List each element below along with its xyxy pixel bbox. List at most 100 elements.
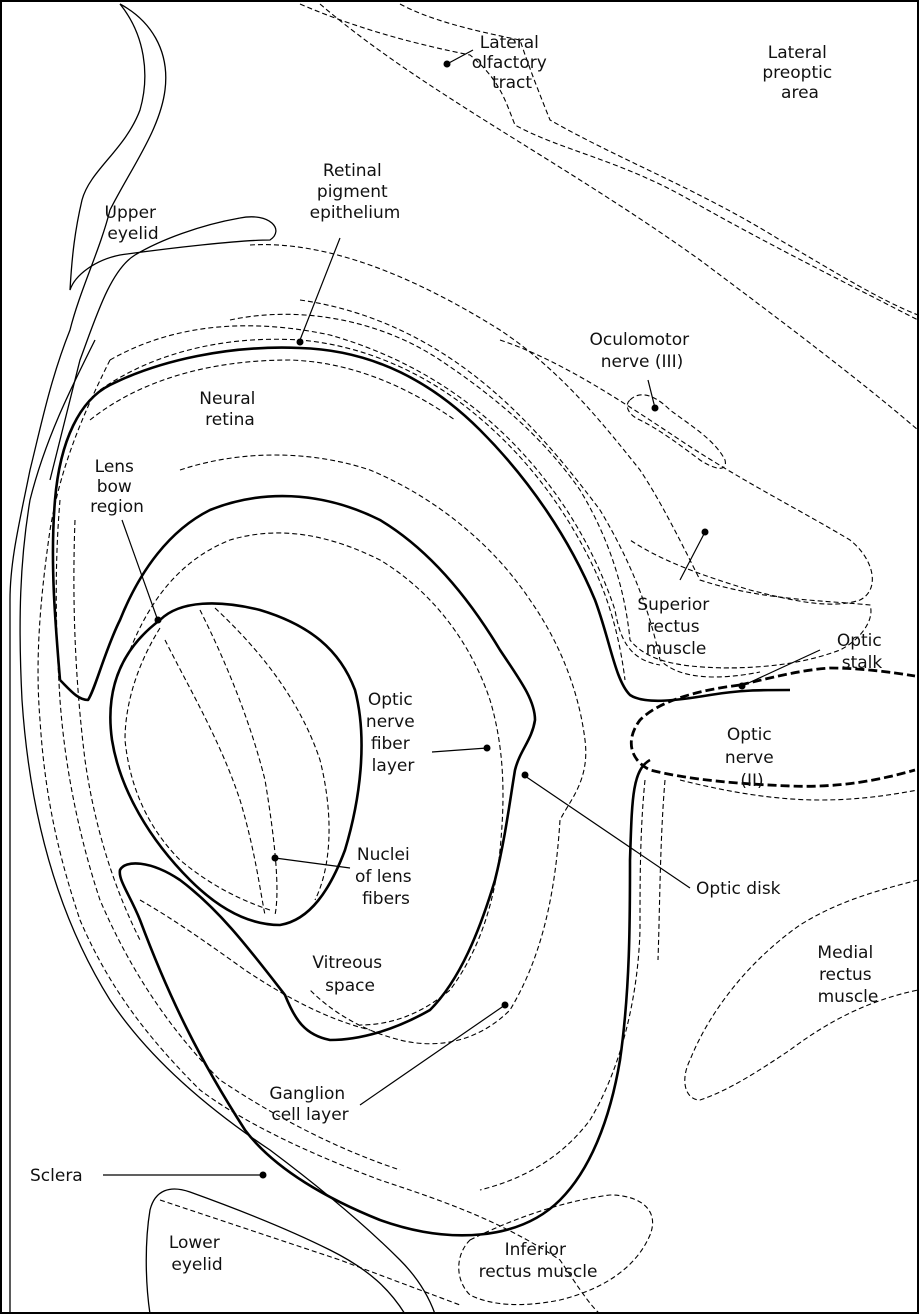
label-lateral-preoptic-area-line2: preoptic <box>762 63 832 83</box>
dot-retinal-pigment-epithelium <box>297 339 304 346</box>
lens-inner-contour-1 <box>125 628 270 910</box>
dot-sclera <box>260 1172 267 1179</box>
superior-rectus-muscle-outline <box>500 340 872 604</box>
label-nuclei-of-lens-fibers-line3: fibers <box>362 889 410 909</box>
dot-oculomotor-nerve <box>652 405 659 412</box>
label-vitreous-space-line1: Vitreous <box>312 953 382 973</box>
label-medial-rectus-muscle-line2: rectus <box>819 965 872 985</box>
label-optic-nerve-fiber-layer-line2: nerve <box>366 712 415 732</box>
leader-retinal-pigment-epithelium <box>300 238 340 340</box>
scleral-contour-3 <box>110 326 660 665</box>
label-lower-eyelid: Lower eyelid <box>169 1233 225 1275</box>
label-optic-nerve-line1: Optic <box>727 725 772 745</box>
dot-ganglion-cell-layer <box>502 1002 509 1009</box>
label-medial-rectus-muscle: Medial rectus muscle <box>817 943 878 1007</box>
label-lens-bow-region: Lens bow region <box>90 457 144 517</box>
dot-optic-disk <box>522 772 529 779</box>
label-optic-nerve: Optic nerve (II) <box>725 725 779 791</box>
sclera-outer-contour <box>250 245 871 668</box>
leader-superior-rectus-muscle <box>680 532 705 580</box>
leader-optic-disk <box>525 776 690 888</box>
label-optic-disk: Optic disk <box>696 879 781 899</box>
label-optic-stalk: Optic stalk <box>837 631 887 673</box>
upper-eyelid-outline <box>10 4 166 1314</box>
optic-nerve-lower-contour-1 <box>480 780 645 1190</box>
label-nuclei-of-lens-fibers: Nuclei of lens fibers <box>355 845 417 909</box>
label-upper-eyelid-line2: eyelid <box>107 224 158 244</box>
label-optic-stalk-line1: Optic <box>837 631 882 651</box>
leader-optic-stalk <box>742 650 820 686</box>
label-optic-stalk-line2: stalk <box>842 653 883 673</box>
medial-rectus-muscle-outline <box>685 880 918 1100</box>
label-optic-disk-line1: Optic disk <box>696 879 781 899</box>
label-inferior-rectus-muscle: Inferior rectus muscle <box>479 1240 598 1282</box>
label-optic-nerve-fiber-layer-line4: layer <box>372 756 415 776</box>
dot-optic-nerve-fiber-layer <box>484 745 491 752</box>
label-inferior-rectus-muscle-line1: Inferior <box>505 1240 566 1260</box>
label-oculomotor-nerve-line1: Oculomotor <box>589 330 689 350</box>
optic-stalk-outline <box>740 668 915 685</box>
oculomotor-outline <box>627 395 725 468</box>
label-lower-eyelid-line2: eyelid <box>171 1255 222 1275</box>
label-optic-nerve-fiber-layer: Optic nerve fiber layer <box>366 690 420 776</box>
dot-nuclei-of-lens-fibers <box>272 855 279 862</box>
label-vitreous-space-line2: space <box>325 976 375 996</box>
label-neural-retina-line1: Neural <box>199 389 255 409</box>
leader-oculomotor-nerve <box>648 380 655 408</box>
label-superior-rectus-muscle-line1: Superior <box>637 595 709 615</box>
label-retinal-pigment-epithelium-line1: Retinal <box>323 161 382 181</box>
lens-inner-contour-2 <box>165 640 265 915</box>
label-retinal-pigment-epithelium-line3: epithelium <box>310 203 401 223</box>
label-lateral-olfactory-tract-line3: tract <box>492 73 532 93</box>
label-lateral-preoptic-area-line3: area <box>781 83 819 103</box>
label-lens-bow-region-line3: region <box>90 497 144 517</box>
label-oculomotor-nerve-line2: nerve (III) <box>601 352 683 372</box>
label-nuclei-of-lens-fibers-line2: of lens <box>355 867 412 887</box>
dot-lateral-olfactory-tract <box>444 61 451 68</box>
label-lens-bow-region-line2: bow <box>97 477 132 497</box>
lens-inner-contour-3 <box>200 610 277 915</box>
lateral-olfactory-tract-outline-2 <box>400 4 918 315</box>
label-neural-retina: Neural retina <box>199 389 261 430</box>
label-vitreous-space: Vitreous space <box>312 953 387 996</box>
label-ganglion-cell-layer: Ganglion cell layer <box>269 1084 350 1125</box>
label-lateral-olfactory-tract-line2: olfactory <box>472 53 547 73</box>
label-superior-rectus-muscle: Superior rectus muscle <box>637 595 714 659</box>
label-retinal-pigment-epithelium: Retinal pigment epithelium <box>310 161 401 223</box>
label-upper-eyelid-line1: Upper <box>105 203 156 223</box>
label-retinal-pigment-epithelium-line2: pigment <box>317 182 388 202</box>
leader-ganglion-cell-layer <box>360 1005 505 1105</box>
label-lateral-preoptic-area: Lateral preoptic area <box>762 43 837 103</box>
label-optic-nerve-fiber-layer-line1: Optic <box>368 690 413 710</box>
label-sclera: Sclera <box>30 1166 83 1186</box>
label-lateral-olfactory-tract: Lateral olfactory tract <box>472 33 552 93</box>
label-lateral-preoptic-area-line1: Lateral <box>768 43 827 63</box>
label-nuclei-of-lens-fibers-line1: Nuclei <box>357 845 410 865</box>
label-inferior-rectus-muscle-line2: rectus muscle <box>479 1262 598 1282</box>
label-medial-rectus-muscle-line3: muscle <box>818 987 879 1007</box>
dot-optic-stalk <box>739 683 746 690</box>
label-superior-rectus-muscle-line2: rectus <box>647 617 700 637</box>
label-optic-nerve-fiber-layer-line3: fiber <box>371 734 410 754</box>
label-optic-nerve-line3: (II) <box>740 771 763 791</box>
label-sclera-line1: Sclera <box>30 1166 83 1186</box>
label-ganglion-cell-layer-line2: cell layer <box>271 1105 348 1125</box>
label-ganglion-cell-layer-line1: Ganglion <box>269 1084 345 1104</box>
optic-nerve-lower-contour-3 <box>680 780 918 800</box>
label-neural-retina-line2: retina <box>205 410 255 430</box>
leader-optic-nerve-fiber-layer <box>432 748 487 752</box>
dot-superior-rectus-muscle <box>702 529 709 536</box>
left-contour-3 <box>74 520 140 940</box>
label-upper-eyelid: Upper eyelid <box>105 203 162 244</box>
label-oculomotor-nerve: Oculomotor nerve (III) <box>589 330 694 372</box>
label-lateral-olfactory-tract-line1: Lateral <box>480 33 539 53</box>
leader-lateral-olfactory-tract <box>447 50 473 64</box>
dot-lens-bow-region <box>155 617 162 624</box>
label-lower-eyelid-line1: Lower <box>169 1233 220 1253</box>
label-optic-nerve-line2: nerve <box>725 748 774 768</box>
neural-retina-inner-boundary <box>60 496 650 1235</box>
label-lens-bow-region-line1: Lens <box>95 457 134 477</box>
label-superior-rectus-muscle-line3: muscle <box>646 639 707 659</box>
